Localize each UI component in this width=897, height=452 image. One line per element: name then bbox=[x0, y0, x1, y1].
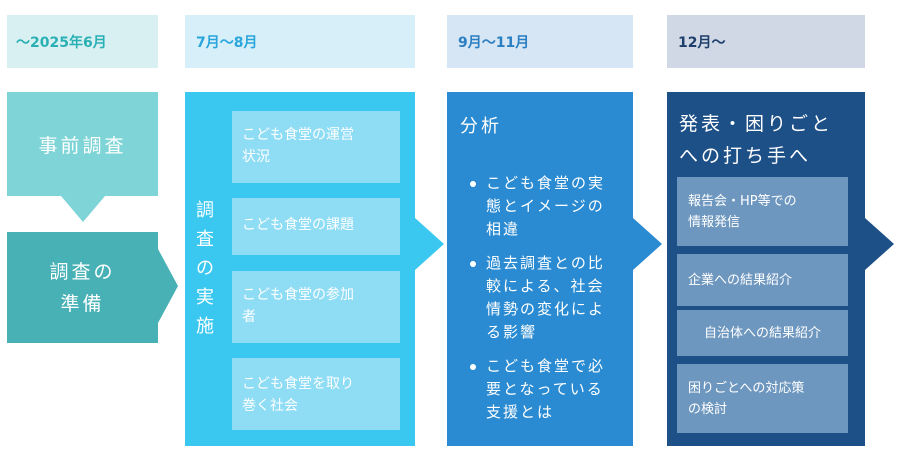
preparation-text: 調査の 準備 bbox=[7, 232, 158, 343]
presentation-item-line: 困りごとへの対応策 bbox=[688, 380, 805, 396]
survey-item-line: 巻く社会 bbox=[242, 398, 298, 414]
analysis-bullet: こども食堂で必 要となっている 支援とは bbox=[468, 355, 630, 424]
vertical-char: 実 bbox=[196, 287, 214, 308]
header-col4: 12月〜 bbox=[667, 15, 865, 68]
analysis-bullets: こども食堂の実 態とイメージの 相違 過去調査との比 較による、社会 情勢の変化… bbox=[468, 172, 630, 435]
preparation-line2: 準備 bbox=[60, 292, 105, 315]
vertical-char: 施 bbox=[196, 316, 214, 337]
vertical-char: 調 bbox=[196, 200, 214, 221]
presentation-item-line: 報告会・HP等での bbox=[688, 193, 797, 209]
presentation-item-line: 情報発信 bbox=[688, 214, 741, 230]
vertical-char: の bbox=[196, 258, 214, 279]
vertical-char: 査 bbox=[196, 229, 214, 250]
preparation-block bbox=[7, 232, 178, 343]
survey-item-line: 状況 bbox=[242, 149, 270, 165]
bullet-line: 較による、社会 bbox=[486, 277, 605, 295]
presentation-title: 発表・困りごと への打ち手へ bbox=[679, 108, 859, 172]
survey-vertical-title: 調 査 の 実 施 bbox=[192, 196, 218, 341]
header-col3-label: 9月〜11月 bbox=[458, 34, 530, 51]
presentation-item-municipalities: 自治体への結果紹介 bbox=[677, 310, 848, 356]
presentation-title-line1: 発表・困りごと bbox=[679, 113, 834, 135]
presentation-title-line2: への打ち手へ bbox=[679, 145, 812, 167]
analysis-title: 分析 bbox=[460, 116, 502, 137]
bullet-line: こども食堂の実 bbox=[486, 174, 606, 192]
bullet-line: 過去調査との比 bbox=[486, 254, 605, 272]
bullet-line: る影響 bbox=[486, 323, 538, 341]
pre-survey-text: 事前調査 bbox=[38, 134, 127, 157]
presentation-item-companies: 企業への結果紹介 bbox=[677, 254, 848, 306]
bullet-line: 相違 bbox=[486, 220, 521, 238]
analysis-bullet: 過去調査との比 較による、社会 情勢の変化によ る影響 bbox=[468, 252, 630, 344]
survey-item-line: 者 bbox=[242, 309, 256, 325]
presentation-item-report: 報告会・HP等での 情報発信 bbox=[677, 177, 848, 246]
presentation-item-line: 企業への結果紹介 bbox=[688, 272, 793, 288]
survey-item-issues: こども食堂の課題 bbox=[232, 198, 400, 255]
header-col1-label: 〜2025年6月 bbox=[16, 34, 107, 51]
survey-item-line: こども食堂の運営 bbox=[242, 127, 354, 143]
bullet-line: 要となっている bbox=[486, 380, 604, 398]
presentation-item-countermeasures: 困りごとへの対応策 の検討 bbox=[677, 364, 848, 433]
survey-item-operations: こども食堂の運営 状況 bbox=[232, 111, 400, 183]
header-col4-label: 12月〜 bbox=[678, 34, 726, 51]
bullet-line: 支援とは bbox=[486, 403, 555, 421]
bullet-line: 情勢の変化によ bbox=[486, 300, 606, 318]
pre-survey-block bbox=[7, 92, 158, 222]
survey-item-participants: こども食堂の参加 者 bbox=[232, 271, 400, 343]
header-col2: 7月〜8月 bbox=[185, 15, 415, 68]
survey-item-line: こども食堂を取り bbox=[242, 376, 354, 392]
presentation-item-line: 自治体への結果紹介 bbox=[703, 325, 821, 341]
bullet-line: 態とイメージの bbox=[486, 197, 605, 215]
analysis-bullet: こども食堂の実 態とイメージの 相違 bbox=[468, 172, 630, 241]
survey-item-line: こども食堂の参加 bbox=[242, 287, 354, 303]
header-col3: 9月〜11月 bbox=[447, 15, 633, 68]
analysis-block bbox=[447, 92, 662, 446]
survey-item-society: こども食堂を取り 巻く社会 bbox=[232, 358, 400, 430]
header-col1: 〜2025年6月 bbox=[7, 15, 158, 68]
header-col2-label: 7月〜8月 bbox=[196, 34, 258, 51]
presentation-item-line: の検討 bbox=[688, 401, 728, 417]
preparation-line1: 調査の bbox=[49, 260, 116, 283]
survey-item-line: こども食堂の課題 bbox=[242, 217, 354, 233]
bullet-line: こども食堂で必 bbox=[486, 357, 606, 375]
